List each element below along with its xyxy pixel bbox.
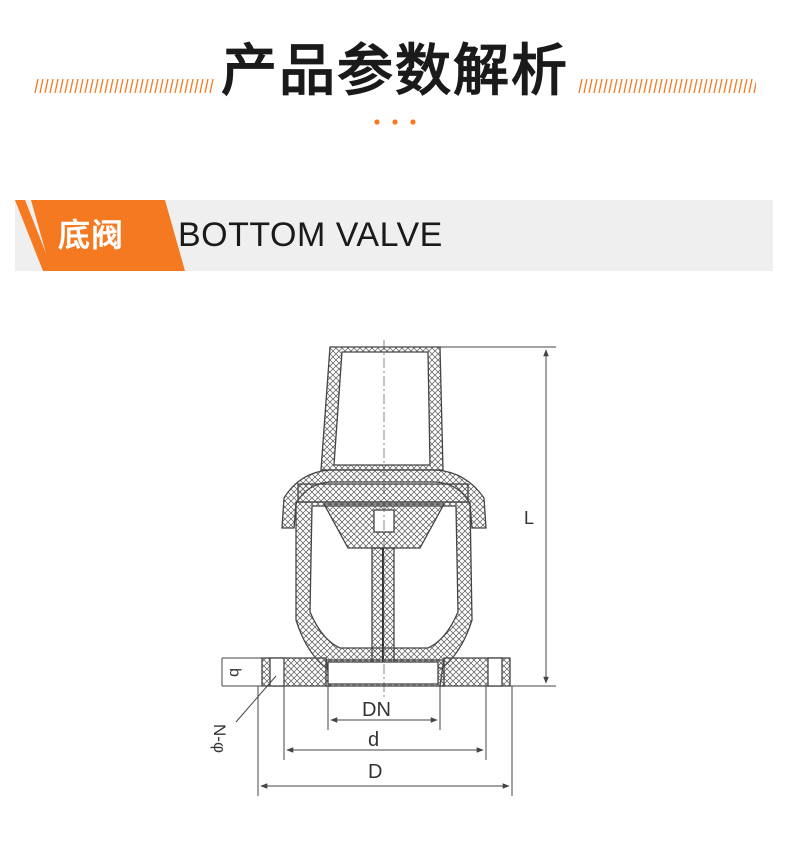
- dimension-outer-d: [257, 686, 513, 796]
- header: 产品参数解析: [0, 32, 790, 112]
- valve-technical-drawing: L DN d D b N-φ: [210, 340, 556, 796]
- section-label-cn: 底阀: [58, 216, 125, 254]
- dimension-dn: [327, 686, 441, 730]
- dimension-d: [283, 686, 487, 760]
- dimension-length: [440, 346, 556, 687]
- leader-bolt-holes: [235, 675, 277, 723]
- dimension-b: [221, 657, 270, 687]
- section-tab: [15, 200, 185, 271]
- label-dn: DN: [362, 699, 391, 721]
- label-bolt-holes: N-φ: [210, 724, 229, 753]
- decorative-hatch-right: [578, 78, 756, 94]
- page-title: 产品参数解析: [221, 39, 569, 104]
- decorative-hatch-left: [34, 78, 214, 94]
- label-length: L: [524, 508, 534, 528]
- label-outer-d: D: [368, 761, 382, 783]
- label-b: b: [226, 668, 243, 677]
- decorative-dots: [374, 119, 416, 125]
- valve-body: [261, 346, 511, 687]
- section-label-en: BOTTOM VALVE: [178, 216, 443, 254]
- label-d: d: [368, 729, 379, 751]
